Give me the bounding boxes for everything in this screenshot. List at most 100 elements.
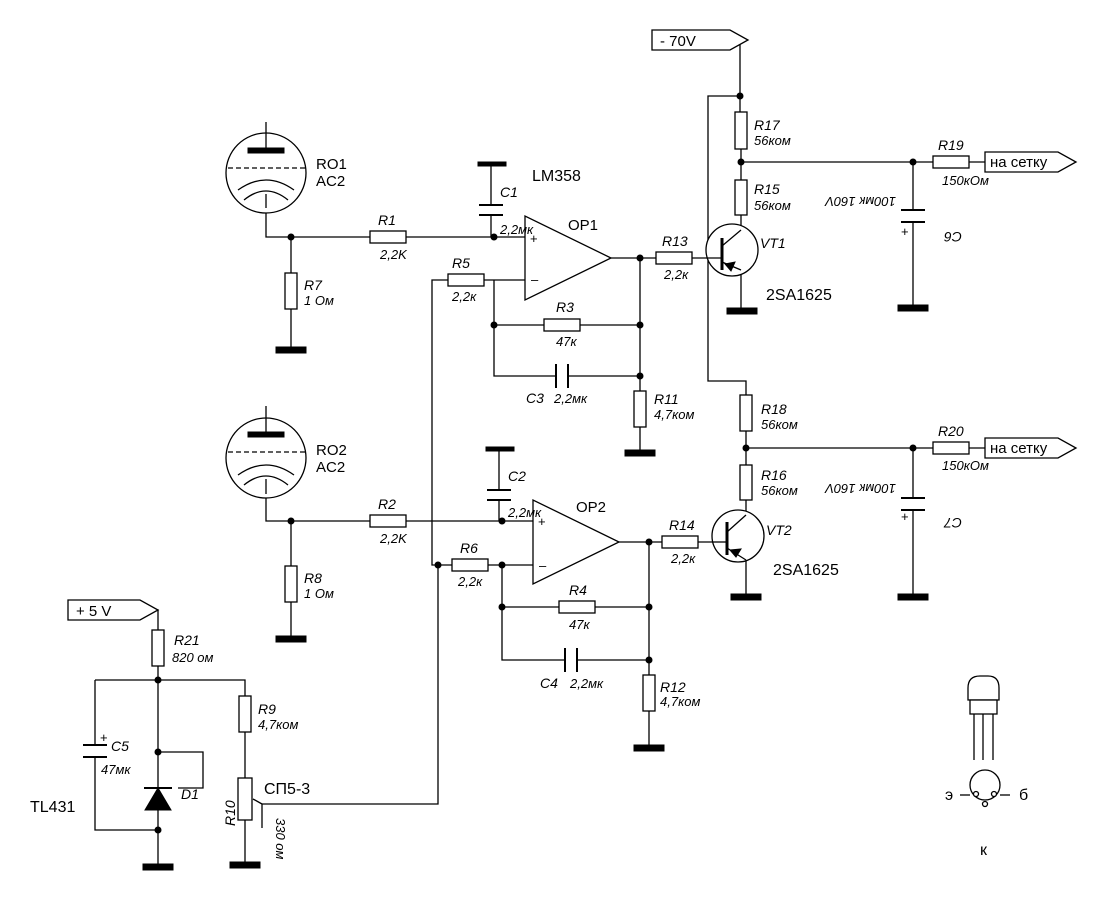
svg-text:C5: C5 (111, 738, 129, 754)
svg-text:D1: D1 (181, 786, 199, 802)
svg-text:R7: R7 (304, 277, 323, 293)
svg-text:2,2мк: 2,2мк (553, 391, 588, 406)
resistor-r18: R18 56ком (739, 394, 798, 432)
svg-text:47мк: 47мк (101, 762, 131, 777)
svg-text:2,2мк: 2,2мк (569, 676, 604, 691)
resistor-r3: R3 47к (543, 299, 581, 349)
svg-text:R14: R14 (669, 517, 695, 533)
svg-text:R13: R13 (662, 233, 688, 249)
svg-text:1 Ом: 1 Ом (304, 586, 334, 601)
port-grid-1: на сетку (984, 151, 1078, 173)
svg-text:330 ом: 330 ом (273, 818, 288, 860)
svg-text:100мк 160V: 100мк 160V (824, 194, 896, 209)
svg-text:на сетку: на сетку (990, 154, 1048, 171)
resistor-r4: R4 47к (558, 582, 596, 632)
svg-text:4,7ком: 4,7ком (660, 694, 700, 709)
svg-text:R20: R20 (938, 423, 964, 439)
svg-text:C1: C1 (500, 184, 518, 200)
svg-text:–: – (531, 272, 539, 287)
transistor-vt1: VT1 2SA1625 (704, 223, 832, 304)
svg-text:100мк 160V: 100мк 160V (824, 481, 896, 496)
resistor-r14: R14 2,2к (661, 517, 699, 566)
svg-text:C7: C7 (943, 515, 962, 531)
port-minus70v: - 70V (651, 29, 750, 51)
svg-text:C6: C6 (944, 229, 962, 245)
svg-text:на сетку: на сетку (990, 440, 1048, 457)
svg-text:СП5-3: СП5-3 (264, 781, 310, 798)
svg-text:R9: R9 (258, 701, 276, 717)
resistor-r6: R6 2,2к (451, 540, 489, 589)
svg-text:150кОм: 150кОм (942, 173, 989, 188)
svg-text:2,2к: 2,2к (457, 574, 483, 589)
junction-dots (154, 92, 917, 834)
svg-text:R19: R19 (938, 137, 964, 153)
svg-text:б: б (1019, 787, 1028, 804)
svg-text:56ком: 56ком (761, 483, 798, 498)
svg-text:47к: 47к (569, 617, 590, 632)
svg-text:+: + (530, 231, 538, 246)
svg-text:–: – (539, 558, 547, 573)
svg-text:1 Ом: 1 Ом (304, 293, 334, 308)
svg-text:R10: R10 (222, 800, 238, 826)
svg-text:56ком: 56ком (754, 198, 791, 213)
resistor-r11: R11 4,7ком (633, 390, 694, 428)
svg-text:R17: R17 (754, 117, 781, 133)
capacitor-c4: C4 2,2мк (540, 648, 604, 691)
svg-text:820 ом: 820 ом (172, 650, 214, 665)
svg-text:47к: 47к (556, 334, 577, 349)
svg-text:R3: R3 (556, 299, 574, 315)
svg-text:VT2: VT2 (766, 522, 792, 538)
svg-text:2SA1625: 2SA1625 (773, 562, 839, 579)
svg-text:R11: R11 (654, 391, 679, 407)
capacitor-c5: + C5 47мк (83, 730, 131, 777)
svg-text:R21: R21 (174, 632, 200, 648)
svg-text:56ком: 56ком (761, 417, 798, 432)
svg-text:+: + (100, 730, 108, 745)
svg-text:R18: R18 (761, 401, 787, 417)
opamp-chip-label: LM358 (532, 168, 581, 185)
svg-text:R2: R2 (378, 496, 396, 512)
resistor-r21: R21 820 ом (151, 629, 214, 667)
svg-text:VT1: VT1 (760, 235, 786, 251)
svg-text:2,2K: 2,2K (379, 247, 408, 262)
svg-text:R8: R8 (304, 570, 322, 586)
svg-text:2,2к: 2,2к (663, 267, 689, 282)
svg-text:к: к (980, 842, 988, 859)
resistor-r17: R17 56ком (734, 111, 791, 150)
resistor-r12: R12 4,7ком (642, 674, 700, 712)
resistor-r5: R5 2,2к (447, 255, 485, 304)
capacitor-c1: C1 2,2мк (479, 184, 534, 237)
regulator-part-label: TL431 (30, 799, 75, 816)
svg-text:4,7ком: 4,7ком (654, 407, 694, 422)
svg-text:RO2: RO2 (316, 442, 347, 459)
capacitor-c2: C2 2,2мк (487, 468, 542, 520)
svg-text:C2: C2 (508, 468, 526, 484)
potentiometer-r10: СП5-3 R10 330 ом (222, 777, 310, 860)
svg-text:RO1: RO1 (316, 156, 347, 173)
svg-text:56ком: 56ком (754, 133, 791, 148)
capacitor-c7: + C7 100мк 160V (824, 481, 962, 531)
svg-text:- 70V: - 70V (660, 33, 696, 50)
capacitor-c3: C3 2,2мк (526, 364, 588, 406)
svg-text:OP1: OP1 (568, 217, 598, 234)
resistor-r1: R1 2,2K (369, 212, 408, 262)
resistor-r13: R13 2,2к (655, 233, 693, 282)
tube-ro1: RO1 AC2 (225, 122, 347, 214)
svg-text:2,2K: 2,2K (379, 531, 408, 546)
wires (94, 40, 985, 868)
svg-text:2SA1625: 2SA1625 (766, 287, 832, 304)
svg-text:C4: C4 (540, 675, 558, 691)
svg-text:R4: R4 (569, 582, 587, 598)
svg-text:C3: C3 (526, 390, 544, 406)
svg-text:+: + (538, 514, 546, 529)
svg-text:2,2мк: 2,2мк (507, 505, 542, 520)
transistor-pinout: э б к (945, 675, 1028, 859)
svg-text:4,7ком: 4,7ком (258, 717, 298, 732)
svg-text:OP2: OP2 (576, 499, 606, 516)
port-grid-2: на сетку (984, 437, 1078, 459)
svg-text:R15: R15 (754, 181, 780, 197)
port-plus5v: + 5 V (67, 599, 160, 621)
svg-text:+: + (901, 509, 909, 524)
svg-text:AC2: AC2 (316, 459, 345, 476)
opamp-op1: + – OP1 (524, 214, 613, 302)
